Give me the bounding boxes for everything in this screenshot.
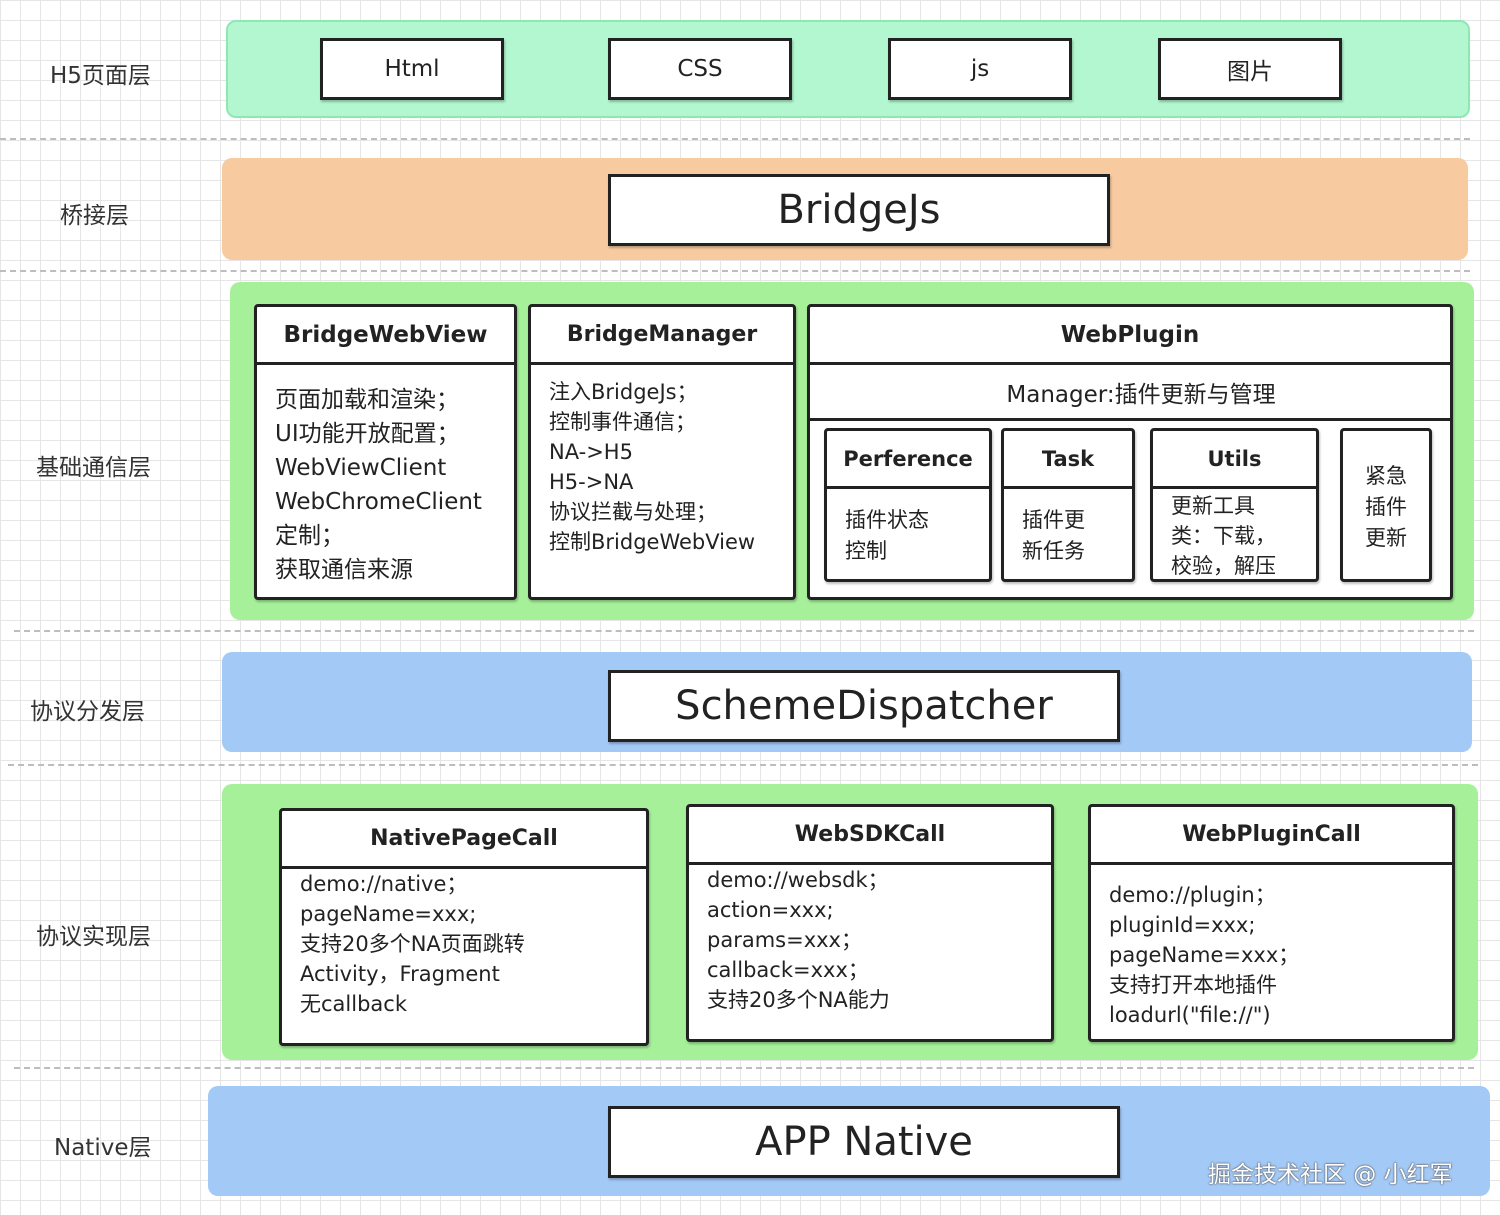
text-line: demo://websdk； (707, 868, 889, 892)
text-line: 无callback (300, 992, 407, 1016)
layer-label-dispatch: 协议分发层 (30, 699, 145, 725)
text-line: 定制； (275, 523, 344, 549)
task-card: Task 插件更 新任务 (1001, 428, 1135, 582)
bridge-webview-card: BridgeWebView 页面加载和渲染； UI功能开放配置； WebView… (254, 304, 517, 600)
web-plugin-title: WebPlugin (810, 307, 1450, 365)
bridge-webview-body: 页面加载和渲染； UI功能开放配置； WebViewClient WebChro… (275, 383, 482, 587)
watermark-text: 掘金技术社区 @ 小红军 (1208, 1162, 1453, 1188)
scheme-dispatcher-box: SchemeDispatcher (608, 670, 1120, 742)
text-line: 获取通信来源 (275, 557, 413, 583)
native-page-call-card: NativePageCall demo://native； pageName=x… (279, 808, 649, 1046)
native-page-call-body: demo://native； pageName=xxx; 支持20多个NA页面跳… (300, 869, 525, 1019)
text-line: loadurl("file://") (1109, 1003, 1271, 1027)
text-line: 协议拦截与处理； (549, 500, 717, 524)
layer-label-bridge: 桥接层 (60, 203, 129, 229)
emergency-update-body: 紧急 插件 更新 (1343, 461, 1429, 554)
web-sdk-call-title: WebSDKCall (689, 807, 1051, 865)
task-title: Task (1004, 431, 1132, 489)
text-line: 紧急 (1365, 464, 1407, 488)
layer-divider (14, 630, 1474, 632)
text-line: 更新 (1365, 526, 1407, 550)
text-line: 支持打开本地插件 (1109, 973, 1277, 997)
perference-body: 插件状态 控制 (845, 505, 929, 567)
text-line: pageName=xxx； (1109, 943, 1300, 967)
text-line: callback=xxx； (707, 958, 869, 982)
bridge-webview-title: BridgeWebView (257, 307, 514, 365)
app-native-box: APP Native (608, 1106, 1120, 1178)
native-page-call-title: NativePageCall (282, 811, 646, 869)
text-line: pageName=xxx; (300, 902, 477, 926)
layer-divider (0, 138, 1470, 140)
task-body: 插件更 新任务 (1022, 505, 1085, 567)
layer-label-h5: H5页面层 (50, 63, 151, 89)
web-plugin-call-card: WebPluginCall demo://plugin； pluginId=xx… (1088, 804, 1455, 1042)
bridge-manager-card: BridgeManager 注入BridgeJs； 控制事件通信； NA->H5… (528, 304, 796, 600)
layer-label-impl: 协议实现层 (36, 924, 151, 950)
bridge-manager-body: 注入BridgeJs； 控制事件通信； NA->H5 H5->NA 协议拦截与处… (549, 377, 755, 557)
text-line: params=xxx； (707, 928, 862, 952)
text-line: WebChromeClient (275, 489, 482, 515)
layer-divider (0, 270, 1470, 272)
layer-divider (8, 764, 1478, 766)
text-line: action=xxx; (707, 898, 834, 922)
text-line: 更新工具 (1171, 494, 1255, 518)
web-sdk-call-body: demo://websdk； action=xxx; params=xxx； c… (707, 865, 890, 1015)
text-line: 插件状态 (845, 508, 929, 532)
text-line: 校验，解压 (1171, 554, 1276, 578)
text-line: UI功能开放配置； (275, 421, 460, 447)
layer-label-native: Native层 (54, 1135, 152, 1161)
h5-item-css: CSS (608, 38, 792, 100)
text-line: 类：下载， (1171, 524, 1276, 548)
utils-body: 更新工具 类：下载， 校验，解压 (1171, 491, 1276, 579)
emergency-update-card: 紧急 插件 更新 (1340, 428, 1432, 582)
text-line: 插件 (1365, 495, 1407, 519)
text-line: Activity，Fragment (300, 962, 500, 986)
bridgejs-box: BridgeJs (608, 174, 1110, 246)
web-sdk-call-card: WebSDKCall demo://websdk； action=xxx; pa… (686, 804, 1054, 1042)
h5-item-js: js (888, 38, 1072, 100)
text-line: 支持20多个NA能力 (707, 988, 890, 1012)
layer-label-base: 基础通信层 (36, 455, 151, 481)
perference-title: Perference (827, 431, 989, 489)
web-plugin-call-body: demo://plugin； pluginId=xxx; pageName=xx… (1109, 880, 1299, 1030)
text-line: 页面加载和渲染； (275, 387, 459, 413)
h5-item-image: 图片 (1158, 38, 1342, 100)
text-line: WebViewClient (275, 455, 447, 481)
text-line: 注入BridgeJs； (549, 380, 698, 404)
web-plugin-call-title: WebPluginCall (1091, 807, 1452, 865)
utils-title: Utils (1153, 431, 1316, 489)
text-line: 控制 (845, 539, 887, 563)
text-line: 新任务 (1022, 539, 1085, 563)
text-line: 支持20多个NA页面跳转 (300, 932, 525, 956)
utils-card: Utils 更新工具 类：下载， 校验，解压 (1150, 428, 1319, 582)
web-plugin-manager: Manager:插件更新与管理 (810, 365, 1450, 421)
text-line: demo://plugin； (1109, 883, 1276, 907)
text-line: NA->H5 (549, 440, 633, 464)
text-line: 插件更 (1022, 508, 1085, 532)
text-line: H5->NA (549, 470, 634, 494)
text-line: pluginId=xxx; (1109, 913, 1256, 937)
layer-divider (14, 1067, 1474, 1069)
h5-item-html: Html (320, 38, 504, 100)
text-line: 控制BridgeWebView (549, 530, 756, 554)
perference-card: Perference 插件状态 控制 (824, 428, 992, 582)
bridge-manager-title: BridgeManager (531, 307, 793, 365)
text-line: demo://native； (300, 872, 468, 896)
text-line: 控制事件通信； (549, 410, 696, 434)
